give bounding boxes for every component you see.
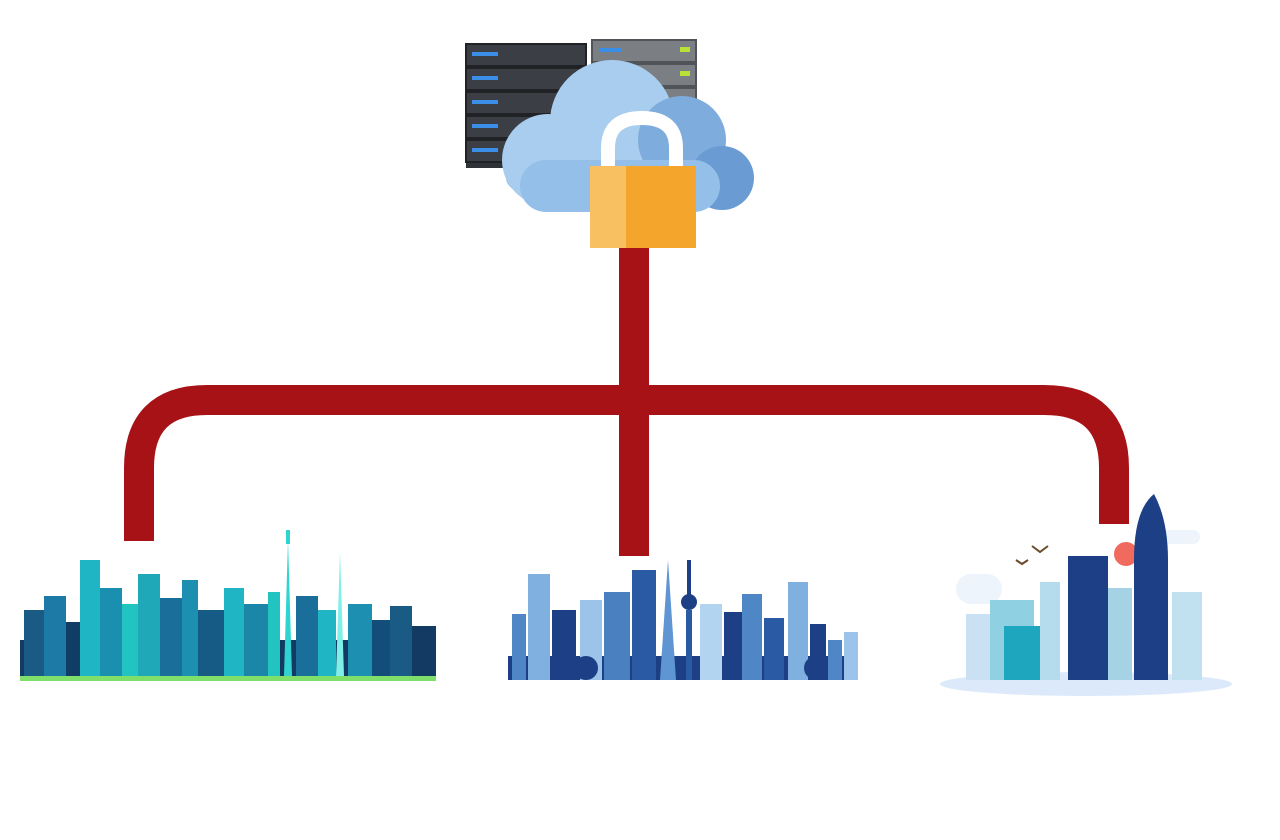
branch-bar	[124, 385, 1129, 541]
light-city-skyline-icon	[940, 494, 1232, 696]
connector-lines	[124, 248, 1129, 556]
bird-icon	[1015, 559, 1029, 566]
blue-city-skyline-icon	[508, 560, 858, 680]
padlock-icon	[590, 110, 696, 248]
cloud-hub	[465, 39, 754, 248]
bird-icon	[1031, 545, 1049, 554]
neon-city-skyline-icon	[20, 530, 436, 681]
